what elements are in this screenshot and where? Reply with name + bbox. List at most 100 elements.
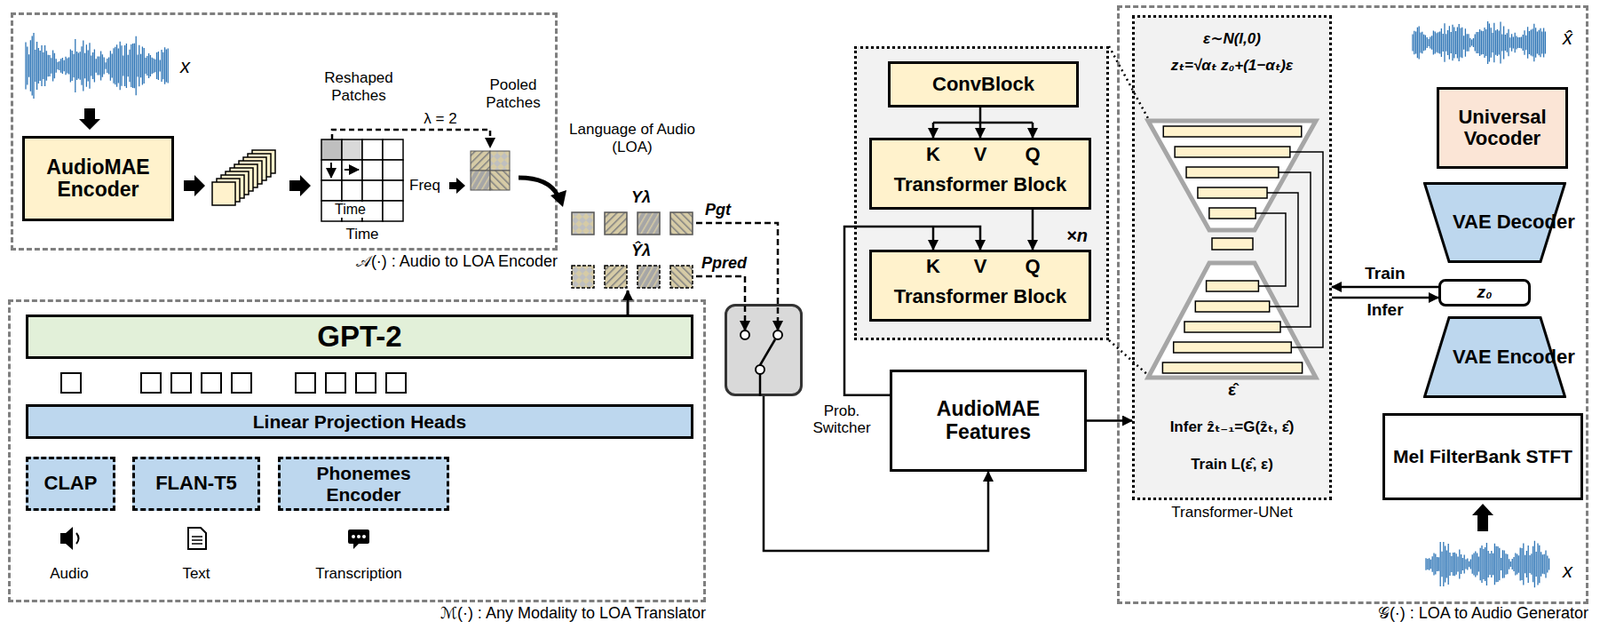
illustration-part	[321, 180, 342, 201]
connector	[979, 107, 983, 138]
encoder-box: Phonemes Encoder	[277, 456, 450, 511]
branch-arrow	[932, 226, 935, 250]
group-panel: 𝒜(·) : Audio to LOA EncoderAudioMAE Enco…	[10, 12, 558, 251]
illustration-part	[1197, 187, 1268, 199]
text-label: Pgt	[704, 200, 731, 220]
illustration-part	[1206, 280, 1260, 292]
node-label: Transformer Block	[871, 174, 1089, 196]
group-panel: 𝒢(·) : LOA to Audio GeneratorTransformer…	[1116, 5, 1589, 604]
illustration-part	[188, 527, 206, 549]
illustration-part	[225, 171, 249, 195]
illustration-part	[1184, 321, 1281, 333]
illustration-part	[231, 372, 252, 393]
switch-box: Prob. Switcher	[724, 303, 803, 397]
illustration-part	[362, 180, 383, 201]
illustration-part	[1186, 166, 1279, 178]
node-label: CLAP	[44, 472, 98, 494]
text-label: Ŷλ	[627, 241, 655, 261]
node-label: Phonemes Encoder	[280, 462, 447, 504]
flow-arrow	[289, 174, 311, 197]
patch-stack	[212, 150, 276, 206]
illustration-part	[141, 372, 161, 393]
illustration-part	[351, 534, 356, 539]
flow-arrow	[79, 108, 101, 130]
illustration-part	[1290, 151, 1323, 348]
illustration-part	[1278, 172, 1311, 327]
edge-label: Train	[1362, 264, 1407, 284]
gpt-arrow	[626, 290, 630, 315]
process-box: AudioMAE Encoder	[22, 135, 175, 222]
illustration-part	[247, 153, 271, 177]
node-label: Transformer Block	[871, 285, 1089, 308]
illustration-part	[229, 167, 254, 191]
illustration-part	[60, 526, 73, 550]
illustration-part	[362, 534, 366, 539]
illustration-part	[221, 174, 245, 199]
node-label: zₜ=√αₜ z₀+(1−αₜ)ε	[1134, 57, 1330, 75]
illustration-part	[1412, 21, 1545, 64]
latent-box: z₀	[1438, 278, 1531, 307]
node-label: ε̂	[1134, 380, 1330, 400]
illustration-part	[470, 170, 491, 191]
encoder-box: CLAP	[25, 456, 116, 511]
flow-arrow	[518, 177, 558, 196]
branch-arrow	[1031, 122, 1035, 138]
illustration-part	[604, 212, 627, 235]
pred-path	[696, 276, 745, 331]
unet-bottleneck	[1211, 237, 1253, 250]
illustration-part	[348, 529, 370, 544]
illustration-part	[356, 372, 376, 393]
flow-arrow	[183, 174, 206, 197]
illustration-part	[61, 372, 81, 393]
illustration-part	[490, 150, 510, 171]
illustration-part	[382, 200, 404, 222]
node-label: ℳ(·) : Any Modality to LOA Translator	[440, 604, 706, 623]
unet-decoder	[1148, 262, 1316, 378]
illustration-part	[382, 180, 404, 201]
connector	[1086, 419, 1133, 422]
node-label: K	[922, 143, 944, 166]
process-box: Mel FilterBank STFT	[1382, 412, 1584, 500]
detail-panel: ×nConvBlockKVQTransformer BlockKVQTransf…	[854, 46, 1109, 341]
gt-path	[696, 222, 778, 331]
unet-layers	[1162, 126, 1323, 373]
feature-box: AudioMAE Features	[889, 369, 1087, 472]
waveform	[25, 21, 1550, 587]
connector	[844, 226, 981, 396]
flow-arrow	[550, 190, 567, 207]
illustration-part	[382, 139, 404, 160]
text-label: Pooled Patches	[477, 76, 549, 111]
node-label: 𝒜(·) : Audio to LOA Encoder	[356, 253, 558, 271]
zoom-line	[1108, 46, 1150, 122]
illustration-part	[325, 372, 346, 393]
illustration-part	[637, 265, 660, 288]
illustration-part	[382, 159, 404, 181]
lambda-line	[332, 129, 491, 148]
connector	[1331, 296, 1439, 300]
illustration-part	[212, 182, 236, 206]
flow-arrow	[449, 177, 466, 194]
illustration-part	[171, 372, 191, 393]
unet-encoder	[1148, 120, 1316, 230]
node-label: 𝒢(·) : LOA to Audio Generator	[1378, 604, 1589, 623]
text-label: x	[1562, 559, 1573, 582]
zoom-line	[1108, 340, 1150, 377]
illustration-part	[362, 139, 383, 160]
token-squares	[61, 372, 406, 393]
edge-label: Infer	[1364, 300, 1405, 320]
text-label: Freq	[409, 176, 441, 195]
illustration-part	[252, 150, 276, 174]
text-label: Text	[169, 564, 223, 583]
group-panel: ℳ(·) : Any Modality to LOA TranslatorGPT…	[7, 299, 706, 602]
text-label: x̂	[1562, 26, 1573, 49]
vocoder-box: Universal Vocoder	[1436, 87, 1569, 169]
pooled-patches	[470, 150, 510, 191]
node-label: Linear Projection Heads	[253, 411, 467, 432]
switch-symbol	[740, 330, 783, 397]
node-label: Q	[1021, 255, 1044, 278]
illustration-part	[295, 372, 316, 393]
illustration-part	[25, 32, 168, 99]
illustration-part	[1173, 341, 1292, 353]
text-label: Ppred	[701, 253, 747, 273]
